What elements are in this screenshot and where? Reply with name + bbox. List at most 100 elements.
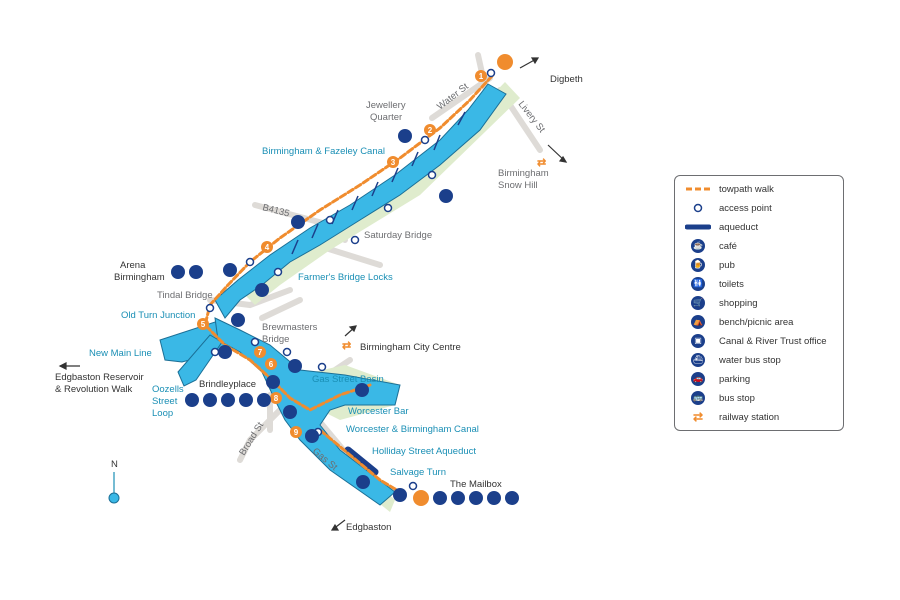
svg-text:Street: Street bbox=[152, 396, 178, 407]
svg-text:9: 9 bbox=[294, 428, 299, 437]
walk-marker-8: 8 bbox=[270, 392, 282, 404]
svg-text:Jewellery: Jewellery bbox=[366, 100, 406, 111]
access-point-icon bbox=[685, 200, 711, 216]
pub-icon bbox=[355, 383, 369, 397]
svg-text:N: N bbox=[111, 459, 118, 470]
toilets-icon: 🚻 bbox=[691, 277, 705, 291]
svg-text:Brewmasters: Brewmasters bbox=[262, 322, 318, 333]
shopping-icon bbox=[487, 491, 501, 505]
parking-icon bbox=[171, 265, 185, 279]
label-digbeth: Digbeth bbox=[550, 74, 583, 85]
legend-item-bench: ⛺ bench/picnic area bbox=[685, 314, 793, 330]
svg-text:5: 5 bbox=[201, 320, 206, 329]
svg-text:7: 7 bbox=[258, 348, 263, 357]
svg-text:1: 1 bbox=[479, 72, 484, 81]
pub-icon bbox=[283, 405, 297, 419]
svg-text:6: 6 bbox=[269, 360, 274, 369]
toilets-icon bbox=[221, 393, 235, 407]
cafe-icon bbox=[231, 313, 245, 327]
bus-stop-icon bbox=[398, 129, 412, 143]
walk-marker-6: 6 bbox=[265, 358, 277, 370]
legend-item-water-bus: ⛴ water bus stop bbox=[691, 353, 781, 367]
shopping-icon bbox=[239, 393, 253, 407]
svg-text:8: 8 bbox=[274, 394, 279, 403]
pub-icon bbox=[203, 393, 217, 407]
bench-icon bbox=[505, 491, 519, 505]
parking-icon bbox=[439, 189, 453, 203]
label-worcester-canal: Worcester & Birmingham Canal bbox=[346, 424, 479, 435]
bus-stop-icon: 🚌 bbox=[691, 391, 705, 405]
walk-marker-3: 3 bbox=[387, 156, 399, 168]
aqueduct-holliday bbox=[344, 446, 379, 476]
bus-stop-icon bbox=[291, 215, 305, 229]
office-icon bbox=[223, 263, 237, 277]
svg-text:& Revolution Walk: & Revolution Walk bbox=[55, 384, 133, 395]
bench-icon bbox=[218, 345, 232, 359]
north-arrow: N bbox=[108, 459, 120, 504]
shopping-icon: 🛒 bbox=[691, 296, 705, 310]
svg-text:Arena: Arena bbox=[120, 260, 146, 271]
svg-text:⇄: ⇄ bbox=[537, 157, 546, 169]
legend-item-shopping: 🛒 shopping bbox=[685, 295, 758, 311]
cafe-icon: ☕ bbox=[691, 239, 705, 253]
direction-arrows bbox=[58, 57, 568, 531]
label-holliday-aqueduct: Holliday Street Aqueduct bbox=[372, 446, 476, 457]
cafe-icon bbox=[356, 475, 370, 489]
svg-text:Edgbaston Reservoir: Edgbaston Reservoir bbox=[55, 372, 144, 383]
svg-text:Snow Hill: Snow Hill bbox=[498, 180, 538, 191]
svg-text:Birmingham: Birmingham bbox=[114, 272, 165, 283]
svg-text:4: 4 bbox=[265, 243, 270, 252]
legend-item-office: ▣ Canal & River Trust office bbox=[685, 333, 827, 349]
svg-text:B4135: B4135 bbox=[261, 202, 290, 219]
walk-marker-9: 9 bbox=[290, 426, 302, 438]
label-old-turn: Old Turn Junction bbox=[121, 310, 195, 321]
svg-text:Bridge: Bridge bbox=[262, 334, 289, 345]
map-labels: Digbeth Water St Livery St Jewellery Qua… bbox=[55, 74, 583, 533]
label-new-main-line: New Main Line bbox=[89, 348, 152, 359]
legend-item-parking: 🚗 parking bbox=[685, 371, 750, 387]
water-bus-icon bbox=[288, 359, 302, 373]
label-saturday-bridge: Saturday Bridge bbox=[364, 230, 432, 241]
pub-icon: 🍺 bbox=[691, 258, 705, 272]
facility-icons bbox=[171, 54, 519, 506]
walker-icon bbox=[497, 54, 513, 70]
label-fazeley-canal: Birmingham & Fazeley Canal bbox=[262, 146, 385, 157]
towpath-walk bbox=[203, 74, 494, 494]
bench-icon bbox=[257, 393, 271, 407]
lock-markers bbox=[291, 111, 466, 255]
svg-text:Birmingham: Birmingham bbox=[498, 168, 549, 179]
walker-icon bbox=[413, 490, 429, 506]
legend-item-towpath: towpath walk bbox=[685, 181, 774, 197]
legend-item-access-point: access point bbox=[685, 200, 772, 216]
walk-marker-2: 2 bbox=[424, 124, 436, 136]
bus-stop-icon bbox=[189, 265, 203, 279]
water-bus-icon bbox=[393, 488, 407, 502]
svg-text:⇄: ⇄ bbox=[342, 340, 351, 352]
toilets-icon bbox=[469, 491, 483, 505]
cafe-icon bbox=[185, 393, 199, 407]
access-points bbox=[205, 68, 496, 491]
bench-icon: ⛺ bbox=[691, 315, 705, 329]
label-broad-st: Broad St bbox=[237, 420, 266, 457]
svg-text:Loop: Loop bbox=[152, 408, 173, 419]
label-farmers-bridge: Farmer's Bridge Locks bbox=[298, 272, 393, 283]
walk-marker-1: 1 bbox=[475, 70, 487, 82]
walk-marker-7: 7 bbox=[254, 346, 266, 358]
legend-item-aqueduct: aqueduct bbox=[685, 219, 758, 235]
label-brindleyplace: Brindleyplace bbox=[199, 379, 256, 390]
legend-item-pub: 🍺 pub bbox=[685, 257, 735, 273]
legend-item-railway: ⇄ railway station bbox=[685, 409, 779, 425]
svg-text:Oozells: Oozells bbox=[152, 384, 184, 395]
office-icon: ▣ bbox=[691, 334, 705, 348]
pub-icon bbox=[451, 491, 465, 505]
svg-text:Quarter: Quarter bbox=[370, 112, 402, 123]
walk-number-markers: 1 2 3 4 5 6 7 8 9 bbox=[197, 70, 487, 438]
map-legend: towpath walk access point aqueduct ☕ caf… bbox=[674, 175, 844, 431]
parking-icon bbox=[266, 375, 280, 389]
legend-item-toilets: 🚻 toilets bbox=[685, 276, 744, 292]
railway-station-icon: ⇄ ⇄ bbox=[342, 157, 546, 352]
label-worcester-bar: Worcester Bar bbox=[348, 406, 409, 417]
svg-text:2: 2 bbox=[428, 126, 433, 135]
cafe-icon bbox=[305, 429, 319, 443]
